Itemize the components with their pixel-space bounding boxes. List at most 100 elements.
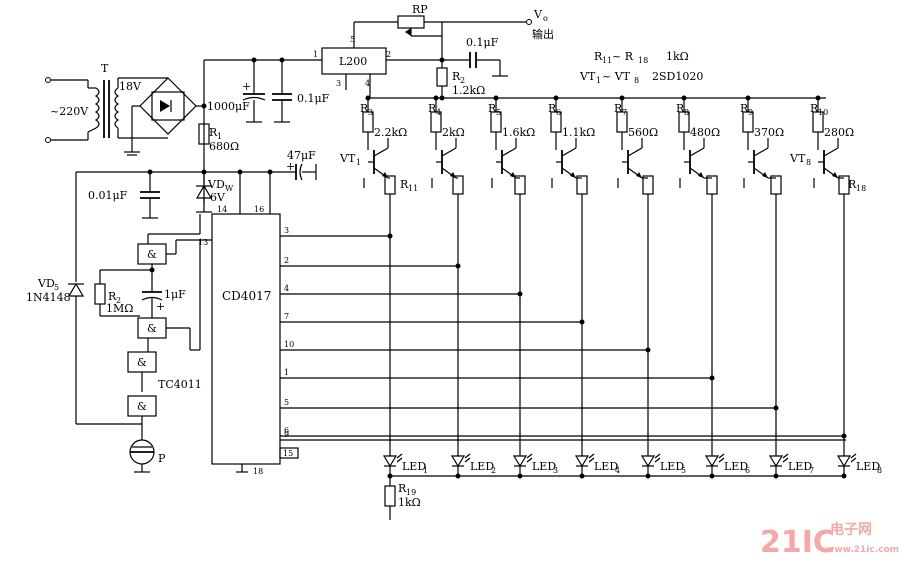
- tc4011-gates: & R 2 1MΩ 1μF + & & TC4011 &: [76, 214, 212, 440]
- light-ray: [850, 457, 857, 463]
- driver-stage-3: [490, 95, 533, 479]
- bridge-rectifier: [124, 77, 204, 156]
- led-sub: 8: [877, 466, 882, 475]
- driver-stage-7: [742, 95, 789, 479]
- capacitor-001uF: 0.01μF: [88, 172, 160, 219]
- led-2-icon: [450, 455, 466, 468]
- stage-resistor-name: R: [614, 102, 623, 115]
- transistor-collector: [689, 147, 705, 157]
- light-ray: [588, 453, 595, 459]
- svg-text:1kΩ: 1kΩ: [398, 496, 421, 509]
- emitter-arrow: [832, 172, 838, 178]
- led-name: LED: [532, 460, 556, 473]
- svg-text:&: &: [147, 322, 157, 335]
- svg-text:1: 1: [217, 132, 222, 141]
- ic-label: CD4017: [222, 289, 271, 303]
- vt1-sub: 1: [356, 158, 361, 167]
- stage-resistor-value: 2.2kΩ: [374, 126, 407, 139]
- svg-text:8: 8: [634, 76, 639, 85]
- ic-output-7: 7: [280, 312, 582, 323]
- ic-output-5: 5: [280, 398, 776, 409]
- stage-resistor-value: 480Ω: [690, 126, 720, 139]
- r11-sub: 11: [408, 184, 418, 193]
- stage-resistor-name: R: [676, 102, 685, 115]
- svg-text:14: 14: [217, 205, 227, 214]
- svg-text:1MΩ: 1MΩ: [106, 302, 133, 315]
- rp-potentiometer: RP V o 输出: [397, 3, 554, 60]
- svg-text:R: R: [452, 70, 461, 83]
- svg-text:VD: VD: [207, 178, 225, 191]
- led-sub: 6: [745, 466, 750, 475]
- led-name: LED: [594, 460, 618, 473]
- transistor-collector: [753, 147, 769, 157]
- transformer: T 18V: [87, 62, 168, 139]
- stage-resistor-name: R: [428, 102, 437, 115]
- driver-stage-4: [550, 95, 595, 479]
- svg-text:4: 4: [365, 79, 370, 88]
- r11-label: R: [400, 178, 409, 191]
- junction-dot: [815, 95, 821, 101]
- led-name: LED: [788, 460, 812, 473]
- bypass-cap-label: 0.1μF: [297, 92, 330, 105]
- svg-text:5: 5: [350, 35, 355, 44]
- stage-resistor-name: R: [548, 102, 557, 115]
- transistor-collector: [373, 147, 389, 157]
- transformer-label: T: [101, 62, 109, 75]
- vt8-label: VT: [789, 152, 806, 165]
- svg-text:6V: 6V: [210, 191, 226, 204]
- vt1-label: VT: [339, 152, 356, 165]
- ic-output-6: 6: [280, 426, 844, 437]
- driver-stage-8: [812, 95, 857, 479]
- svg-text:+: +: [242, 80, 251, 93]
- led-sub: 3: [553, 466, 558, 475]
- svg-text:47μF: 47μF: [287, 149, 316, 162]
- stage-resistor-name: R: [488, 102, 497, 115]
- light-ray: [782, 457, 789, 463]
- svg-text:~ R: ~ R: [612, 50, 634, 63]
- stage-resistor-value: 1.1kΩ: [562, 126, 595, 139]
- stage-resistor-name: R: [740, 102, 749, 115]
- led-6-icon: [704, 455, 720, 468]
- light-ray: [782, 453, 789, 459]
- stage-resistor-sub: 10: [818, 108, 828, 117]
- ic-pin-number: 4: [284, 284, 289, 293]
- svg-text:R: R: [398, 482, 407, 495]
- light-ray: [526, 453, 533, 459]
- secondary-voltage-label: 18V: [119, 80, 142, 93]
- led-3-icon: [512, 455, 528, 468]
- svg-text:&: &: [147, 248, 157, 261]
- emitter-resistor-body: [576, 175, 588, 195]
- svg-text:0.01μF: 0.01μF: [88, 189, 128, 202]
- ic-pin-number: 7: [284, 312, 289, 321]
- transistor-collector: [501, 147, 517, 157]
- svg-text:1N4148: 1N4148: [26, 291, 71, 304]
- output-capacitor: 0.1μF: [466, 36, 508, 77]
- filter-cap-label: 1000μF: [207, 100, 250, 113]
- stage-resistor-value: 280Ω: [824, 126, 854, 139]
- r18-sub: 18: [856, 184, 866, 193]
- svg-text:W: W: [225, 184, 234, 193]
- led-name: LED: [660, 460, 684, 473]
- light-ray: [718, 457, 725, 463]
- light-ray: [464, 453, 471, 459]
- l200-regulator: L200 1 2 3 4 5: [313, 21, 398, 98]
- transistor-collector: [627, 147, 643, 157]
- transistor-collector: [441, 147, 457, 157]
- svg-text:1: 1: [596, 76, 601, 85]
- svg-text:11: 11: [602, 56, 612, 65]
- emitter-resistor-body: [384, 175, 396, 195]
- r18-label: R: [848, 178, 857, 191]
- led-5-icon: [640, 455, 656, 468]
- light-ray: [654, 453, 661, 459]
- svg-text:R: R: [108, 290, 117, 303]
- svg-text:3: 3: [336, 79, 341, 88]
- led-name: LED: [470, 460, 494, 473]
- led-sub: 2: [491, 466, 496, 475]
- svg-text:1: 1: [313, 50, 318, 59]
- led-name: LED: [402, 460, 426, 473]
- rp-label: RP: [412, 3, 428, 16]
- junction-dot: [365, 95, 371, 101]
- filter-capacitors: + 0.1μF: [242, 57, 330, 123]
- svg-text:V: V: [533, 8, 543, 21]
